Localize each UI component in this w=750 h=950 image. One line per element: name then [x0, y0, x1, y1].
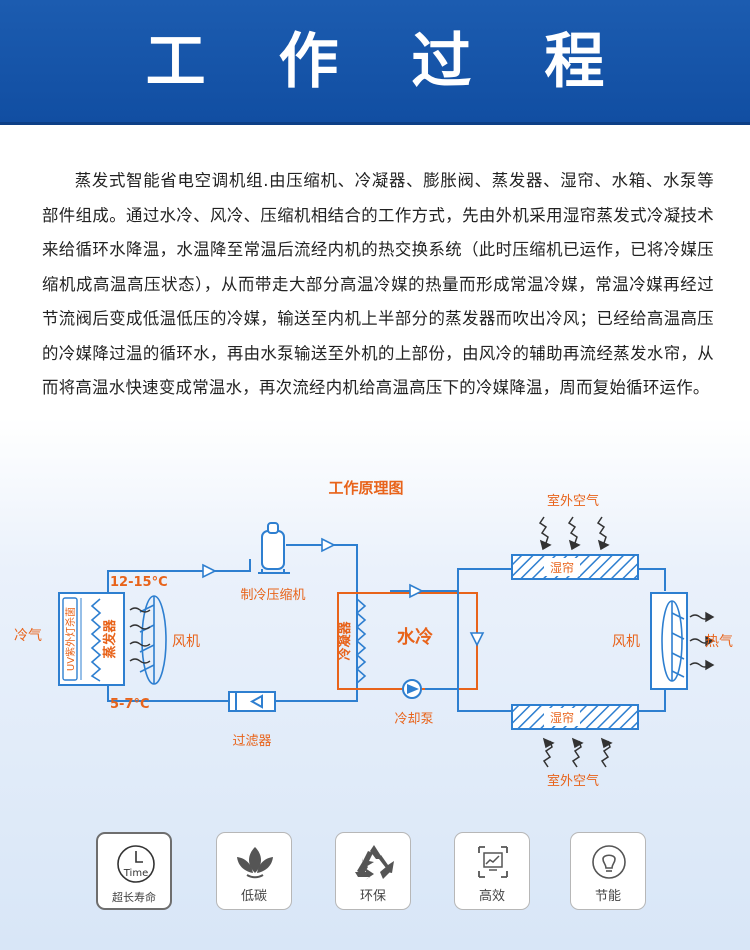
lightbulb-icon: [592, 845, 626, 879]
fan-left-label: 风机: [172, 634, 200, 650]
outdoor-fan-box: [650, 592, 688, 690]
feature-label: 低碳: [240, 889, 267, 904]
diagram-title: 工作原理图: [328, 479, 403, 497]
recycle-icon: [355, 845, 394, 880]
filter-label: 过滤器: [232, 734, 271, 749]
feature-eco: 环保: [335, 832, 411, 910]
leaf-icon: [237, 847, 273, 879]
outdoor-air-bottom-arrows: [542, 737, 613, 768]
feature-efficient: 高效: [454, 832, 530, 910]
feature-row: Time 超长寿命 低碳 环保 高效: [0, 826, 750, 916]
refrigerant-loop: [107, 544, 358, 702]
clock-time-text: Time: [123, 868, 148, 879]
uv-lamp-label: UV紫外灯杀菌: [64, 607, 77, 671]
evaporator-coil: [90, 598, 102, 682]
feature-low-carbon: 低碳: [216, 832, 292, 910]
chart-efficiency-icon: [478, 846, 508, 878]
feature-label: 高效: [478, 889, 505, 904]
compressor-label: 制冷压缩机: [240, 587, 305, 603]
working-principle-diagram: 工作原理图 制冷压缩机 过滤器 12-15°C 5-7°C 冷气 UV紫外灯杀菌…: [14, 479, 733, 789]
uv-lamp-tube: [62, 597, 78, 681]
cooling-pump-label: 冷却泵: [394, 712, 433, 727]
temperature-low-label: 5-7°C: [110, 697, 150, 712]
outdoor-air-bottom-label: 室外空气: [547, 773, 599, 789]
feature-label: 环保: [359, 889, 386, 904]
condenser-label: 冷凝器: [337, 621, 353, 661]
feature-label: 超长寿命: [112, 891, 156, 904]
wet-curtain-bottom-label-bg: [544, 708, 580, 726]
fan-right-icon: [661, 600, 685, 682]
wet-curtain-top-label: 湿帘: [550, 560, 574, 575]
outdoor-air-top-arrows: [538, 516, 610, 551]
hot-air-label: 热气: [705, 634, 733, 650]
cold-air-label: 冷气: [14, 628, 42, 644]
fan-left-airflow: [129, 607, 151, 664]
page-title: 工 作 过 程: [145, 27, 631, 97]
filter-icon: [228, 691, 276, 712]
wet-curtain-bottom-label: 湿帘: [550, 710, 574, 725]
hot-air-arrows: [689, 611, 715, 671]
cooling-pump-icon: [402, 679, 422, 699]
temperature-high-label: 12-15°C: [110, 575, 168, 590]
intro-paragraph: 蒸发式智能省电空调机组.由压缩机、冷凝器、膨胀阀、蒸发器、湿帘、水箱、水泵等部件…: [42, 171, 714, 398]
fan-right-label: 风机: [612, 634, 640, 650]
condenser-coil: [355, 598, 367, 684]
feature-label: 节能: [594, 889, 621, 904]
clock-time-icon: Time: [117, 845, 155, 883]
feature-energy-saving: 节能: [570, 832, 646, 910]
header-banner: 工 作 过 程: [0, 0, 750, 125]
flow-arrows-water: [409, 583, 485, 647]
wet-curtain-top-label-bg: [544, 558, 580, 576]
evaporator-label: 蒸发器: [102, 619, 118, 659]
water-loop: [390, 568, 666, 712]
fan-left-icon: [139, 595, 167, 685]
compressor-icon: [258, 522, 290, 574]
outdoor-air-top-label: 室外空气: [547, 493, 599, 509]
feature-long-life: Time 超长寿命: [96, 832, 172, 910]
water-cooling-label: 水冷: [397, 626, 433, 648]
